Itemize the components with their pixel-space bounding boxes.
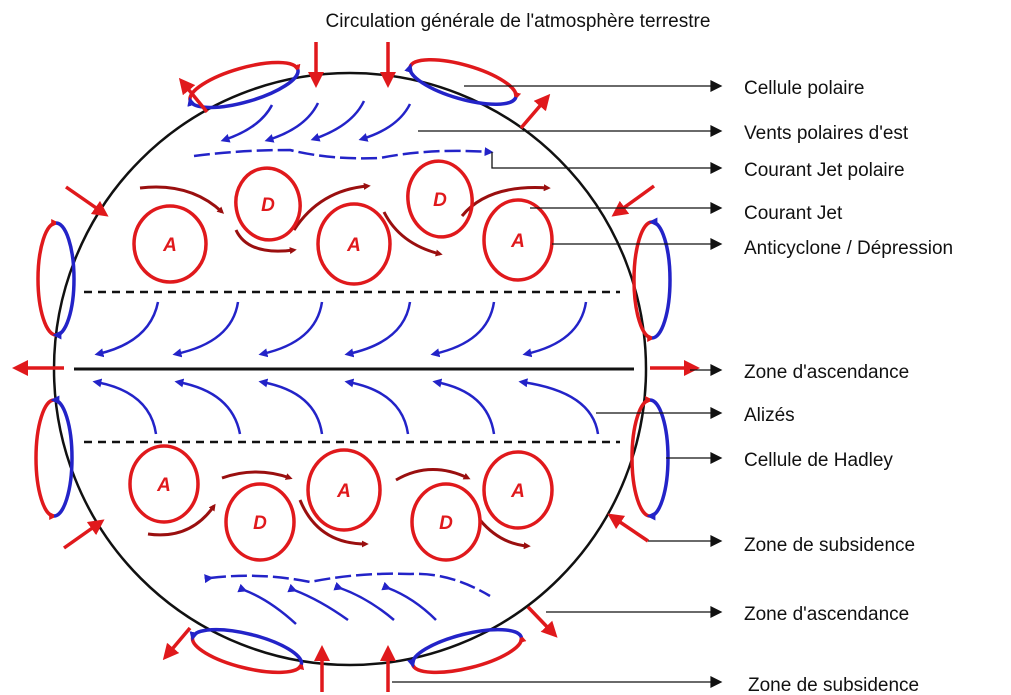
polar-jet-north [193,147,494,160]
jet-stream-north [139,182,551,257]
svg-text:A: A [346,235,361,256]
trade-winds-south [92,378,600,435]
svg-text:D: D [433,190,447,211]
label-zone-subsidence-30: Zone de subsidence [744,535,915,556]
depression-south-2: D [410,482,482,562]
label-vents-polaires: Vents polaires d'est [744,123,909,144]
svg-text:D: D [261,195,275,216]
polar-cell-bottom-left [189,627,305,675]
polar-cell-bottom-right [407,627,527,675]
polar-easterlies-south [237,581,437,625]
hadley-cell-right-north [632,217,672,342]
label-zone-ascendance-equator: Zone d'ascendance [744,362,909,383]
svg-text:A: A [156,475,171,496]
polar-cell-top-right [404,57,522,107]
anticyclone-south-1: A [128,444,200,524]
jet-stream-south [147,468,531,550]
pressure-cells-south: A D A D A [128,444,554,562]
label-zone-ascendance-60: Zone d'ascendance [744,604,909,625]
svg-text:A: A [510,231,525,252]
hadley-cell-right-south [630,396,670,521]
diagram-title: Circulation générale de l'atmosphère ter… [326,11,711,32]
polar-subsidence-arrows-bottom [314,645,396,692]
label-alizes: Alizés [744,405,795,426]
label-cellule-polaire: Cellule polaire [744,78,864,99]
svg-text:A: A [510,481,525,502]
ascendance-arrows-60deg [162,77,558,661]
polar-easterlies-north [220,100,412,143]
label-cellule-hadley: Cellule de Hadley [744,450,893,471]
hadley-cell-left-north [36,219,76,340]
anticyclone-north-1: A [132,204,208,284]
svg-text:D: D [439,513,453,534]
leader-lines [392,80,723,688]
anticyclone-north-2: A [316,202,392,286]
hadley-cell-left-south [34,395,74,520]
label-courant-jet-polaire: Courant Jet polaire [744,160,905,181]
label-zone-subsidence-pole: Zone de subsidence [748,675,919,695]
depression-south-1: D [224,482,296,562]
depression-north-1: D [234,166,302,242]
anticyclone-south-2: A [306,448,382,532]
svg-text:A: A [336,481,351,502]
polar-subsidence-arrows-top [308,42,396,88]
pressure-cells-north: A D A D A [132,159,554,286]
legend-labels: Cellule polaire Vents polaires d'est Cou… [744,78,953,695]
anticyclone-south-3: A [482,450,554,530]
label-anticyclone-depression: Anticyclone / Dépression [744,238,953,259]
anticyclone-north-3: A [482,198,554,282]
depression-north-2: D [406,159,474,239]
trade-winds-north [94,301,588,358]
svg-text:A: A [162,235,177,256]
label-courant-jet: Courant Jet [744,203,843,224]
svg-text:D: D [253,513,267,534]
polar-jet-south [204,572,491,598]
